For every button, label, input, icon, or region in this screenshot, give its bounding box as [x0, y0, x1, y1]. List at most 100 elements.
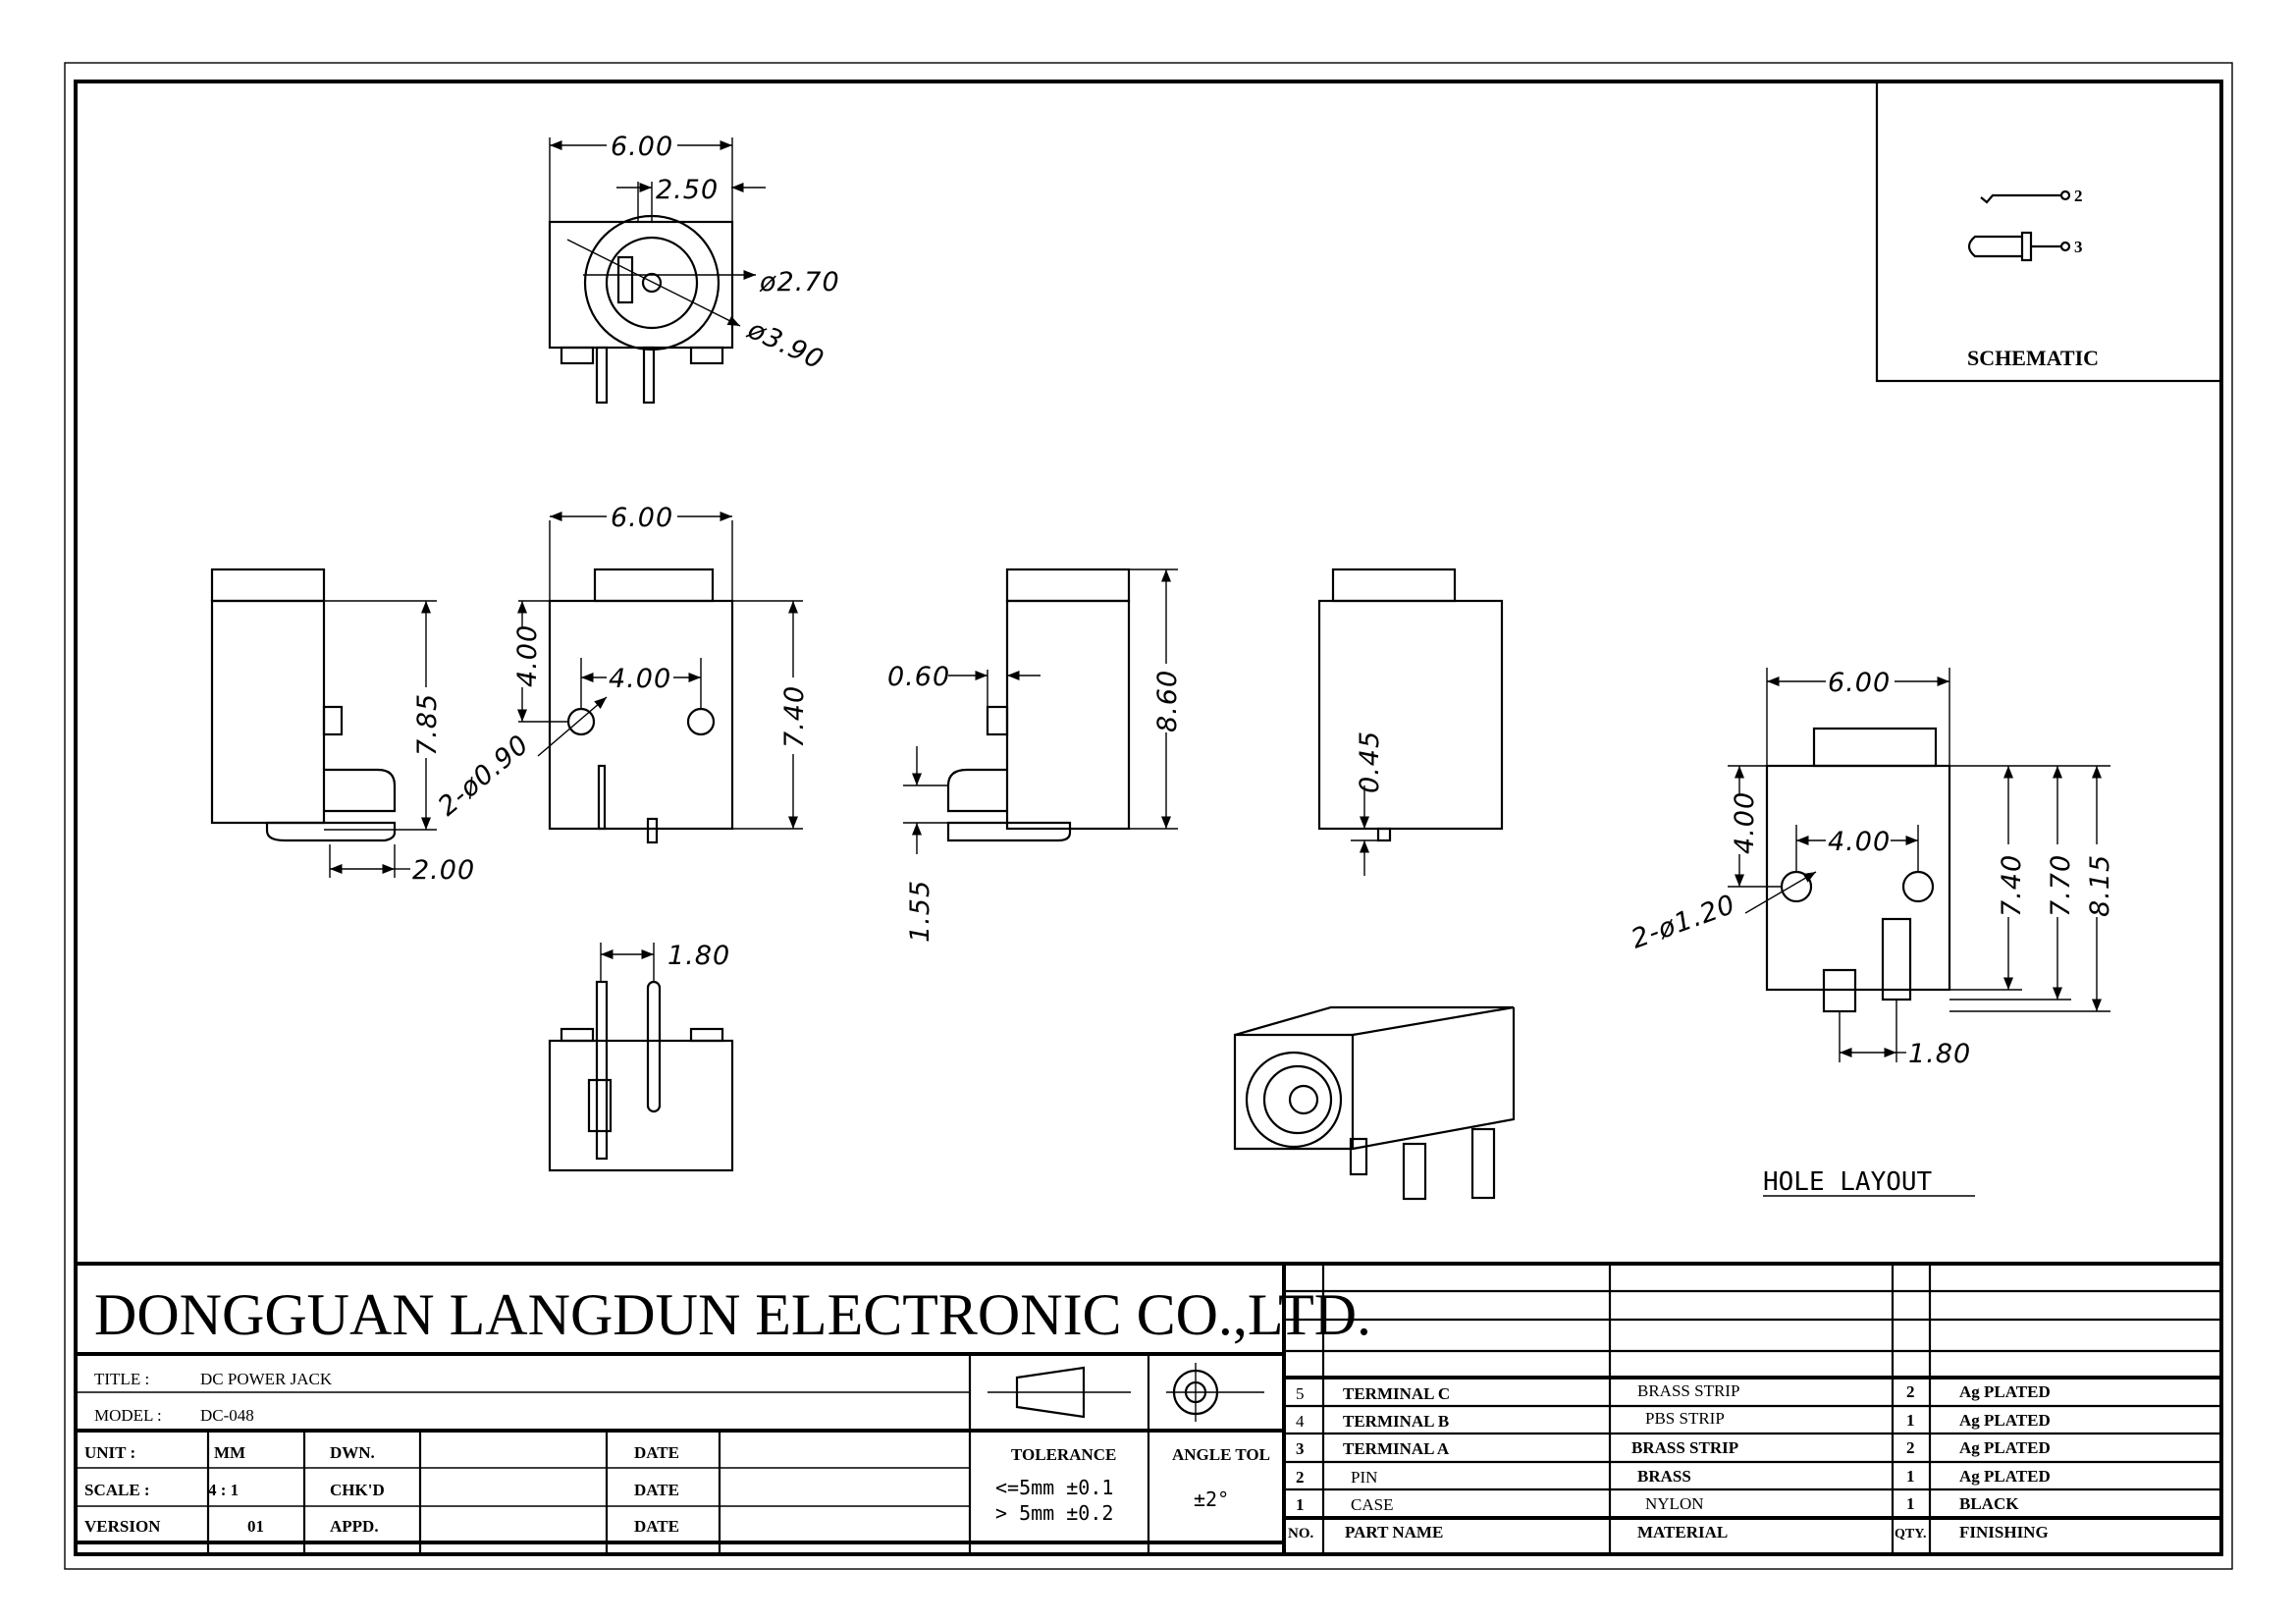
hole-layout: 6.00 4.00 4.00 2-ø1.20 7.40 7.70 8.15 1.…: [1628, 668, 2115, 1197]
dim-bottom-180: 1.80: [667, 941, 730, 971]
dim-front-horiz: 4.00: [609, 664, 671, 694]
unit-value: MM: [214, 1443, 245, 1462]
date-label-2: DATE: [634, 1481, 679, 1499]
bom-qty: 1: [1906, 1494, 1915, 1513]
bom-header-no: NO.: [1288, 1526, 1314, 1542]
bom-qty: 1: [1906, 1411, 1915, 1430]
date-label-1: DATE: [634, 1443, 679, 1462]
angle-value: ±2°: [1194, 1488, 1229, 1511]
bom-header-finishing: FINISHING: [1959, 1523, 2049, 1542]
dwn-label: DWN.: [330, 1443, 375, 1462]
schematic-pin3-label: 3: [2074, 238, 2083, 256]
bom-finishing: Ag PLATED: [1959, 1382, 2051, 1401]
bom-material: PBS STRIP: [1645, 1409, 1725, 1428]
company-name: DONGGUAN LANGDUN ELECTRONIC CO.,LTD.: [94, 1282, 1371, 1347]
side-view-middle: 0.60 1.55 8.60: [887, 568, 1183, 943]
bom-material: BRASS STRIP: [1637, 1381, 1739, 1400]
bom-material: BRASS: [1637, 1467, 1691, 1486]
scale-label: SCALE :: [84, 1481, 150, 1499]
top-view: 6.00 2.50 ø2.70 ø3.90: [548, 132, 840, 405]
bom-material: NYLON: [1645, 1494, 1704, 1513]
bom-row: 3 TERMINAL A BRASS STRIP 2 Ag PLATED: [1296, 1438, 2051, 1458]
dim-hole-770: 7.70: [2046, 854, 2076, 917]
front-view: 6.00 4.00 4.00 2-ø0.90 7.40: [433, 503, 810, 844]
dim-front-holes: 2-ø0.90: [433, 730, 536, 823]
chkd-label: CHK'D: [330, 1481, 385, 1499]
bom-no: 5: [1296, 1384, 1305, 1403]
bom-no: 3: [1296, 1439, 1305, 1458]
dim-top-offset: 2.50: [656, 175, 719, 205]
bom-header-material: MATERIAL: [1637, 1523, 1728, 1542]
dim-hole-815: 8.15: [2085, 854, 2115, 917]
dim-hole-diameter: 2-ø1.20: [1628, 890, 1739, 955]
tolerance-line-1: <=5mm ±0.1: [995, 1476, 1113, 1499]
bom-no: 4: [1296, 1412, 1305, 1431]
unit-label: UNIT :: [84, 1443, 135, 1462]
dim-top-d270: ø2.70: [759, 267, 840, 298]
bom-row: 4 TERMINAL B PBS STRIP 1 Ag PLATED: [1296, 1409, 2051, 1431]
bom-row: 1 CASE NYLON 1 BLACK: [1296, 1494, 2019, 1514]
title-block: DONGGUAN LANGDUN ELECTRONIC CO.,LTD. TIT…: [76, 1262, 2221, 1554]
projection-symbol: [988, 1363, 1264, 1422]
dim-middle-860: 8.60: [1152, 670, 1183, 732]
bottom-view: 1.80: [548, 941, 734, 1172]
bom-header: NO. PART NAME MATERIAL QTY. FINISHING: [1288, 1523, 2049, 1542]
model-label: MODEL :: [94, 1406, 162, 1425]
title-value: DC POWER JACK: [200, 1370, 333, 1388]
bom-finishing: Ag PLATED: [1959, 1438, 2051, 1457]
tolerance-label: TOLERANCE: [1011, 1445, 1116, 1464]
model-value: DC-048: [200, 1406, 254, 1425]
tolerance-line-2: > 5mm ±0.2: [995, 1501, 1113, 1525]
dim-front-vert: 4.00: [512, 624, 543, 687]
dim-hole-horiz: 4.00: [1828, 827, 1891, 857]
bom-part: PIN: [1351, 1468, 1377, 1487]
bom-header-part: PART NAME: [1345, 1523, 1443, 1542]
schematic-box: 2 3 SCHEMATIC: [1875, 80, 2223, 383]
bom-row: 5 TERMINAL C BRASS STRIP 2 Ag PLATED: [1296, 1381, 2051, 1403]
dim-side-bottom: 2.00: [412, 855, 475, 886]
schematic-pin2-line: [1980, 193, 2061, 204]
bom-header-qty: QTY.: [1895, 1527, 1927, 1542]
bom-row: 2 PIN BRASS 1 Ag PLATED: [1296, 1467, 2051, 1487]
bom-finishing: Ag PLATED: [1959, 1467, 2051, 1486]
schematic-pin2-label: 2: [2074, 187, 2083, 205]
dim-top-width: 6.00: [611, 132, 673, 162]
dim-middle-155: 1.55: [905, 880, 935, 943]
bom-qty: 2: [1906, 1438, 1915, 1457]
dim-top-d390: ø3.90: [742, 314, 828, 376]
bom-part: CASE: [1351, 1495, 1393, 1514]
side-view-left: 7.85 2.00: [210, 568, 475, 886]
bom-qty: 1: [1906, 1467, 1915, 1486]
side-view-right: 0.45: [1317, 568, 1504, 876]
title-label: TITLE :: [94, 1370, 149, 1388]
schematic-title: SCHEMATIC: [1967, 346, 2099, 370]
dim-middle-060: 0.60: [887, 662, 950, 692]
dim-hole-740: 7.40: [1997, 854, 2027, 917]
date-label-3: DATE: [634, 1517, 679, 1536]
dim-hole-180: 1.80: [1908, 1039, 1971, 1069]
dim-front-width: 6.00: [611, 503, 673, 533]
bom-no: 2: [1296, 1468, 1305, 1487]
isometric-view: [1233, 1005, 1516, 1201]
bom-material: BRASS STRIP: [1631, 1438, 1738, 1457]
scale-value: 4 : 1: [208, 1481, 239, 1499]
bom-part: TERMINAL B: [1343, 1412, 1449, 1431]
angle-label: ANGLE TOL: [1172, 1445, 1270, 1464]
dim-hole-width: 6.00: [1828, 668, 1891, 698]
bom-qty: 2: [1906, 1382, 1915, 1401]
dim-front-height: 7.40: [779, 685, 810, 748]
bom-no: 1: [1296, 1495, 1305, 1514]
schematic-pin3-plug: [1967, 235, 2022, 258]
version-label: VERSION: [84, 1517, 161, 1536]
appd-label: APPD.: [330, 1517, 379, 1536]
bom-finishing: BLACK: [1959, 1494, 2019, 1513]
bom-part: TERMINAL A: [1343, 1439, 1450, 1458]
version-value: 01: [247, 1517, 264, 1536]
hole-layout-title: HOLE LAYOUT: [1763, 1167, 1933, 1197]
dim-side-height: 7.85: [412, 693, 443, 756]
outer-frame: [64, 62, 2233, 1570]
bom-table: 5 TERMINAL C BRASS STRIP 2 Ag PLATED 4 T…: [1284, 1264, 2221, 1554]
dim-right-045: 0.45: [1355, 730, 1385, 793]
dim-hole-vert: 4.00: [1730, 791, 1760, 854]
